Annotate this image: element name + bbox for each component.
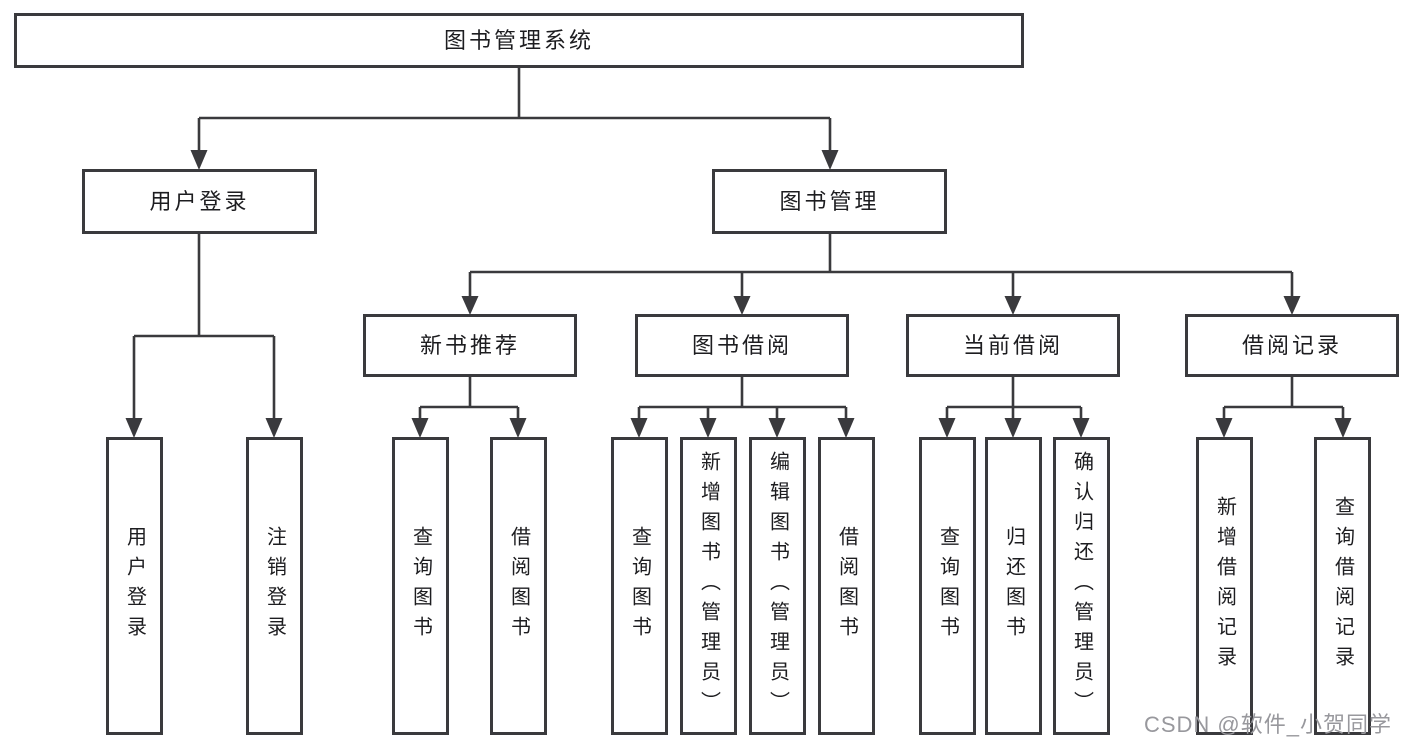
leaf-label: 编辑图书（管理员） xyxy=(766,451,789,721)
leaf-label: 借阅图书 xyxy=(835,526,858,646)
arrow-icon xyxy=(837,418,855,438)
node-root-label: 图书管理系统 xyxy=(443,27,594,53)
leaf-query-books-1: 查询图书 xyxy=(392,437,449,735)
node-borrowing-records-label: 借阅记录 xyxy=(1241,332,1342,358)
node-current-borrowing-label: 当前借阅 xyxy=(962,332,1063,358)
arrow-icon xyxy=(411,418,429,438)
leaf-query-borrow-record: 查询借阅记录 xyxy=(1314,437,1371,735)
leaf-label: 注销登录 xyxy=(263,526,286,646)
csdn-watermark: CSDN @软件_小贺同学 xyxy=(1143,712,1392,737)
leaf-label: 查询图书 xyxy=(936,526,959,646)
arrow-icon xyxy=(699,418,717,438)
arrow-icon xyxy=(630,418,648,438)
node-book-borrowing-label: 图书借阅 xyxy=(691,332,792,358)
leaf-add-borrow-record: 新增借阅记录 xyxy=(1196,437,1253,735)
arrow-icon xyxy=(265,418,283,438)
leaf-logout: 注销登录 xyxy=(246,437,303,735)
arrow-icon xyxy=(733,296,751,315)
arrow-icon xyxy=(190,150,208,170)
leaf-label: 新增借阅记录 xyxy=(1213,496,1236,676)
arrow-icon xyxy=(1334,418,1352,438)
node-current-borrowing: 当前借阅 xyxy=(906,314,1120,377)
node-new-book-recommend-label: 新书推荐 xyxy=(419,332,520,358)
arrow-icon xyxy=(1072,418,1090,438)
leaf-label: 查询图书 xyxy=(628,526,651,646)
leaf-edit-books-admin: 编辑图书（管理员） xyxy=(749,437,806,735)
leaf-query-books-2: 查询图书 xyxy=(611,437,668,735)
leaf-label: 用户登录 xyxy=(123,526,146,646)
arrow-icon xyxy=(1283,296,1301,315)
leaf-label: 查询借阅记录 xyxy=(1331,496,1354,676)
leaf-label: 确认归还（管理员） xyxy=(1070,451,1093,721)
node-borrowing-records: 借阅记录 xyxy=(1185,314,1399,377)
node-book-management: 图书管理 xyxy=(712,169,947,234)
arrow-icon xyxy=(1215,418,1233,438)
node-book-borrowing: 图书借阅 xyxy=(635,314,849,377)
arrow-icon xyxy=(768,418,786,438)
leaf-user-login: 用户登录 xyxy=(106,437,163,735)
leaf-label: 归还图书 xyxy=(1002,526,1025,646)
leaf-label: 查询图书 xyxy=(409,526,432,646)
arrow-icon xyxy=(1004,418,1022,438)
leaf-borrow-books-2: 借阅图书 xyxy=(818,437,875,735)
arrow-icon xyxy=(461,296,479,315)
arrow-icon xyxy=(1004,296,1022,315)
leaf-borrow-books-1: 借阅图书 xyxy=(490,437,547,735)
node-user-login-label: 用户登录 xyxy=(149,188,250,214)
arrow-icon xyxy=(938,418,956,438)
leaf-add-books-admin: 新增图书（管理员） xyxy=(680,437,737,735)
leaf-return-books: 归还图书 xyxy=(985,437,1042,735)
node-new-book-recommend: 新书推荐 xyxy=(363,314,577,377)
arrow-icon xyxy=(509,418,527,438)
leaf-confirm-return-admin: 确认归还（管理员） xyxy=(1053,437,1110,735)
leaf-label: 新增图书（管理员） xyxy=(697,451,720,721)
arrow-icon xyxy=(125,418,143,438)
node-book-management-label: 图书管理 xyxy=(779,188,880,214)
leaf-label: 借阅图书 xyxy=(507,526,530,646)
leaf-query-books-3: 查询图书 xyxy=(919,437,976,735)
node-root: 图书管理系统 xyxy=(14,13,1024,68)
arrow-icon xyxy=(821,150,839,170)
node-user-login: 用户登录 xyxy=(82,169,317,234)
